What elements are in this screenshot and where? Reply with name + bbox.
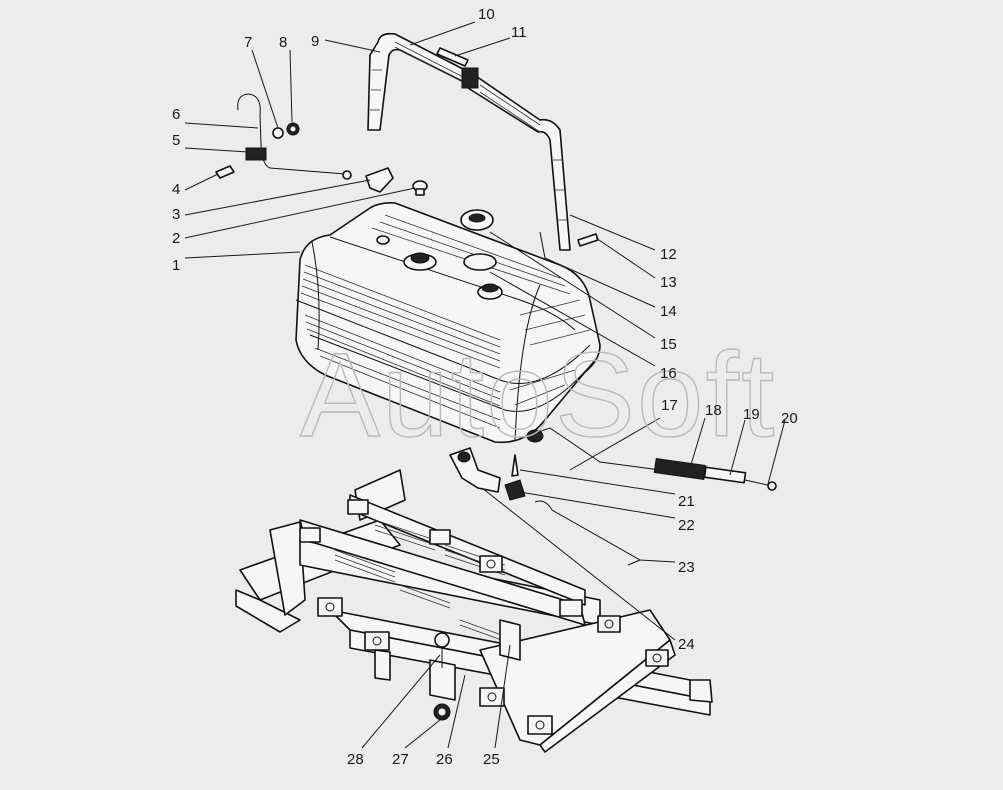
callout-2: 2 xyxy=(172,230,180,247)
leader-lines xyxy=(184,21,786,749)
callout-6: 6 xyxy=(172,106,180,123)
callout-16: 16 xyxy=(660,365,677,382)
drain-plug xyxy=(365,167,428,196)
callout-17: 17 xyxy=(661,397,678,414)
tank-strap xyxy=(367,32,599,259)
fuel-tank xyxy=(295,202,601,444)
callout-14: 14 xyxy=(660,303,677,320)
callout-12: 12 xyxy=(660,246,677,263)
callout-7: 7 xyxy=(244,34,252,51)
callout-11: 11 xyxy=(511,24,527,41)
frame-cradle xyxy=(235,469,713,753)
callout-15: 15 xyxy=(660,336,677,353)
callout-13: 13 xyxy=(660,274,677,291)
callout-25: 25 xyxy=(483,751,500,768)
callout-27: 27 xyxy=(392,751,409,768)
watermark: AutoSoft xyxy=(300,328,776,462)
callout-19: 19 xyxy=(743,406,760,423)
callout-26: 26 xyxy=(436,751,453,768)
callout-10: 10 xyxy=(478,6,495,23)
callout-5: 5 xyxy=(172,132,180,149)
vent-tube xyxy=(215,93,352,180)
callout-18: 18 xyxy=(705,402,722,419)
callout-4: 4 xyxy=(172,181,180,198)
callout-8: 8 xyxy=(279,34,287,51)
callout-24: 24 xyxy=(678,636,695,653)
callout-9: 9 xyxy=(311,33,319,50)
callout-28: 28 xyxy=(347,751,364,768)
fuel-line xyxy=(519,427,777,491)
callout-3: 3 xyxy=(172,206,180,223)
callout-21: 21 xyxy=(678,493,695,510)
callout-20: 20 xyxy=(781,410,798,427)
callout-labels: 1 2 3 4 5 6 7 8 9 10 11 12 13 14 15 16 1… xyxy=(172,6,798,768)
filler-cap-and-ring xyxy=(460,209,497,271)
callout-22: 22 xyxy=(678,517,695,534)
callout-23: 23 xyxy=(678,559,695,576)
callout-1: 1 xyxy=(172,257,180,274)
fuel-tap-assembly xyxy=(449,447,642,566)
